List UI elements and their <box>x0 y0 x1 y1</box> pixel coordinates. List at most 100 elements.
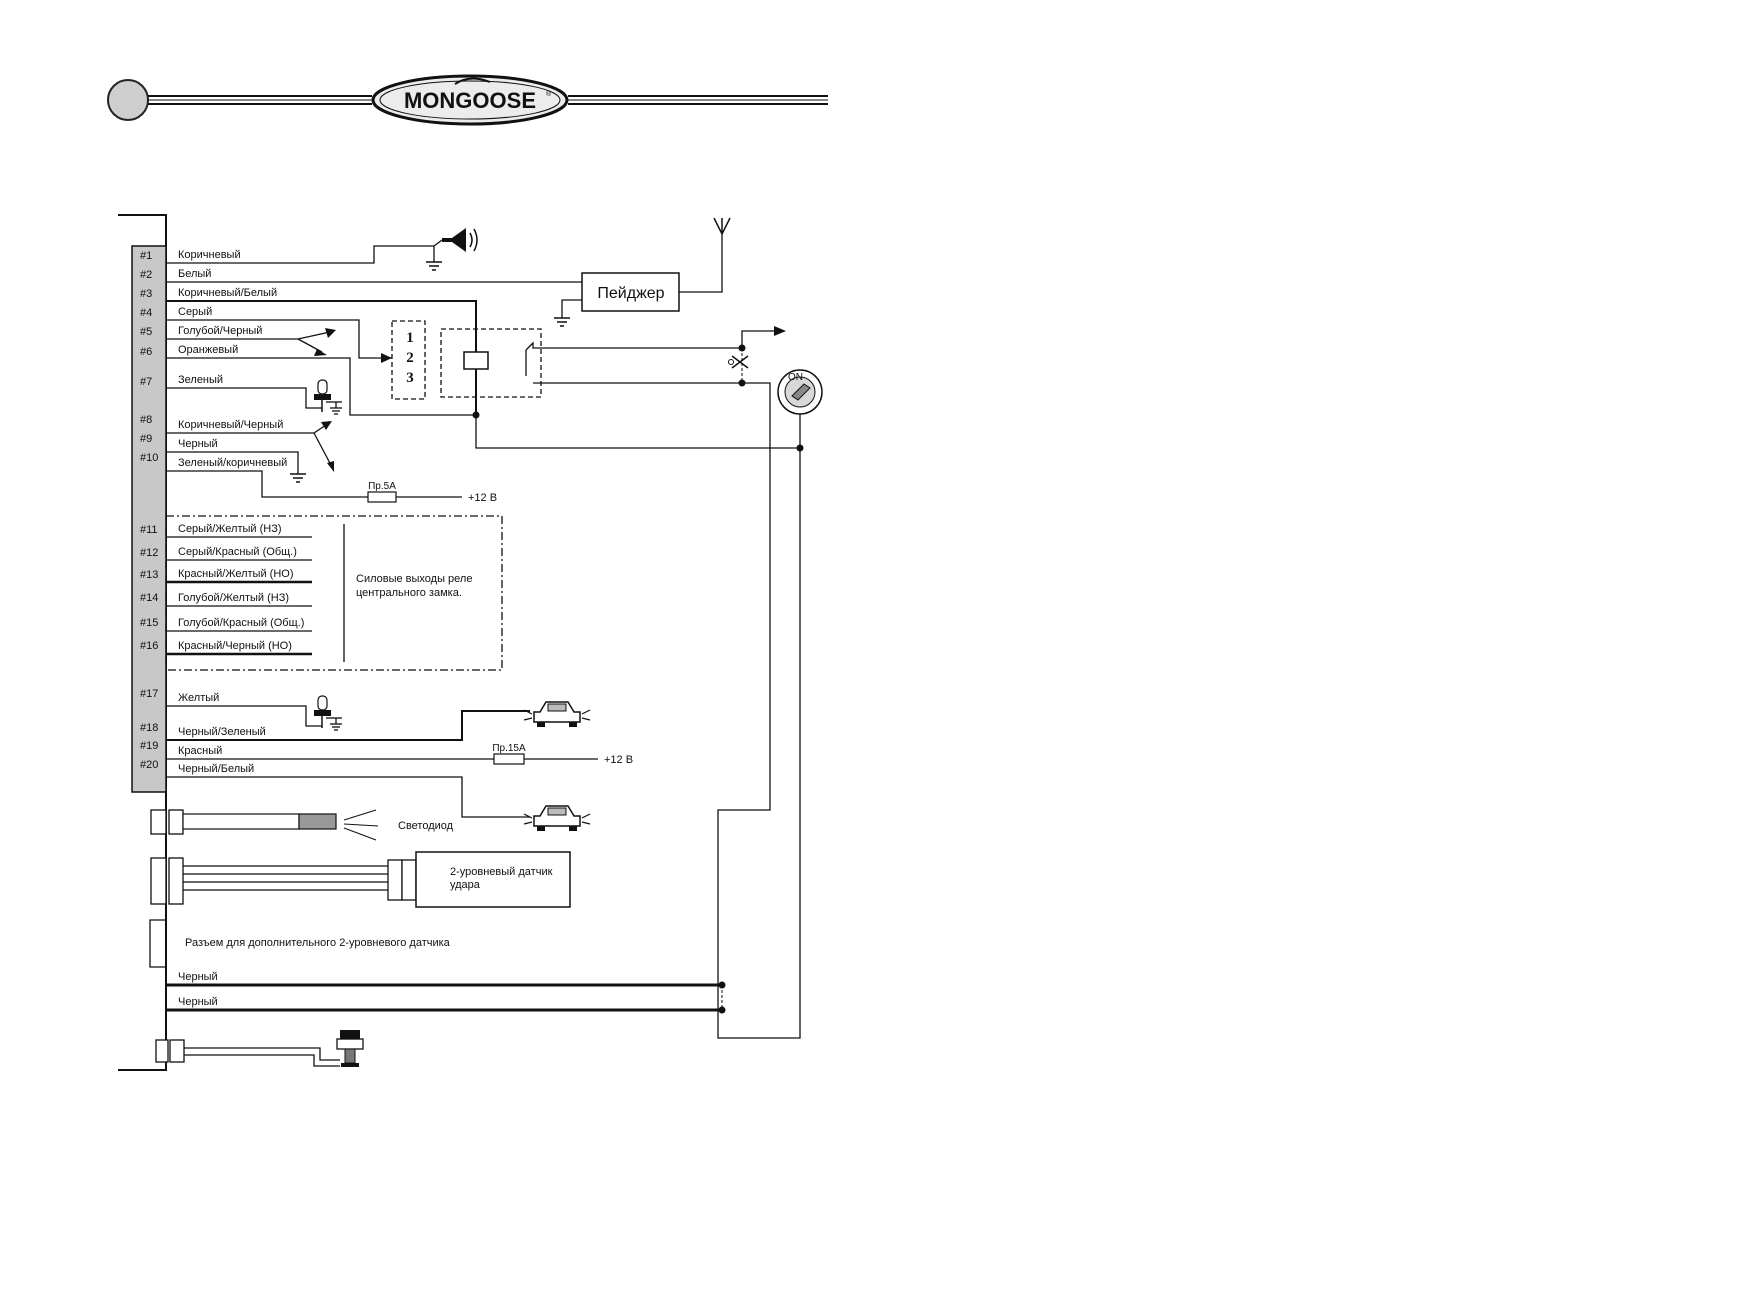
pin-number: #15 <box>140 617 158 629</box>
fuse-5a <box>367 491 397 503</box>
wire-color-label: Зеленый <box>178 374 223 386</box>
aux-connector-label: Разъем для дополнительного 2-уровневого … <box>185 937 451 949</box>
pin-number: #10 <box>140 452 158 464</box>
pin-switch-icon <box>314 379 342 415</box>
wire-color-label: Коричневый/Белый <box>178 287 277 299</box>
relay-number-3: 3 <box>406 370 414 386</box>
pin-row: #18 Черный/Зеленый <box>140 722 266 738</box>
main-connector <box>118 214 167 1071</box>
pin-row: #20 Черный/Белый <box>140 759 254 775</box>
relay-selector-box <box>391 320 426 400</box>
pin-row: #4 Серый <box>140 306 212 319</box>
siren-wiring <box>166 228 478 271</box>
pin-number: #4 <box>140 307 152 319</box>
wire-color-label: Серый <box>178 306 212 318</box>
ground-wires: Черный Черный <box>166 971 726 1014</box>
plus12v-label-2: +12 В <box>604 754 633 766</box>
pin17-trunk-switch <box>166 695 342 731</box>
ground-icon <box>426 261 442 271</box>
pin-number: #11 <box>140 524 158 536</box>
antenna-icon <box>713 217 731 235</box>
logo-text: MONGOOSE <box>404 88 536 113</box>
pin7-hood-switch <box>166 379 342 415</box>
pager-wiring: Пейджер <box>166 217 731 327</box>
pin8-9-outputs <box>166 421 334 483</box>
relay-wiring: 1 2 3 ON <box>166 300 823 1039</box>
wire-color-label: Серый/Красный (Общ.) <box>178 546 297 558</box>
valet-button <box>155 1030 364 1067</box>
arrow-icon <box>327 461 334 472</box>
pin-number: #14 <box>140 592 158 604</box>
led-body <box>298 813 337 830</box>
wire-color-label: Коричневый/Черный <box>178 419 283 431</box>
arrow-icon <box>314 349 327 356</box>
shock-sensor: 2-уровневый датчик удара <box>150 851 571 908</box>
wire-color-label: Красный <box>178 745 222 757</box>
shock-sensor-label: 2-уровневый датчик удара <box>450 866 553 891</box>
pin-number: #2 <box>140 269 152 281</box>
pager-box <box>581 272 680 312</box>
pin18-lights <box>166 701 591 741</box>
relay-coil <box>463 351 489 370</box>
pin-row: #3 Коричневый/Белый <box>140 287 277 300</box>
pin-number: #1 <box>140 250 152 262</box>
ignition-switch-icon: ON <box>777 369 823 415</box>
pin-row: #6 Оранжевый <box>140 344 238 358</box>
pin20-lights <box>166 776 591 831</box>
wire-color-label: Голубой/Желтый (НЗ) <box>178 592 289 604</box>
arrow-icon <box>381 353 392 363</box>
pin-number: #17 <box>140 688 158 700</box>
pin-number: #20 <box>140 759 158 771</box>
page-header: MONGOOSE ® <box>107 74 828 126</box>
wire-color-label: Коричневый <box>178 249 241 261</box>
relay-number-2: 2 <box>406 350 414 366</box>
arrow-icon <box>325 328 336 338</box>
wire-color-label: Голубой/Черный <box>178 325 262 337</box>
pager-label: Пейджер <box>597 285 664 302</box>
pin-number: #3 <box>140 288 152 300</box>
car-lights-icon <box>523 805 591 831</box>
pager-ground-icon <box>554 317 570 327</box>
wire-color-label: Белый <box>178 268 211 280</box>
pin-number: #19 <box>140 740 158 752</box>
shock-sensor-box <box>415 851 571 908</box>
svg-text:ON: ON <box>788 372 803 383</box>
ground-icon <box>290 473 306 483</box>
pin-row: #14 Голубой/Желтый (НЗ) <box>140 592 312 607</box>
wire-color-label: Черный/Зеленый <box>178 726 266 738</box>
wire-color-label: Голубой/Красный (Общ.) <box>178 617 304 629</box>
fuse-15a <box>493 753 525 765</box>
cut-wire-icon <box>728 355 749 369</box>
pin-switch-icon <box>314 695 342 731</box>
pin-strip <box>131 245 167 793</box>
fuse-15a-label: Пр.15А <box>492 743 526 754</box>
wire-color-label: Черный <box>178 438 218 450</box>
mongoose-logo: MONGOOSE ® <box>371 74 569 126</box>
led-connector: Светодиод <box>150 809 454 841</box>
siren-icon <box>433 228 478 262</box>
pin5-output <box>166 328 336 356</box>
pin-row: #1 Коричневый <box>140 249 241 262</box>
ground-wire-label-1: Черный <box>178 971 218 983</box>
pin-row: #19 Красный <box>140 740 222 757</box>
wire-color-label: Черный/Белый <box>178 763 254 775</box>
wire-color-label: Оранжевый <box>178 344 238 356</box>
pin-number: #12 <box>140 547 158 559</box>
relay-box <box>440 328 542 398</box>
central-lock-frame <box>165 515 503 671</box>
pin-number: #18 <box>140 722 158 734</box>
pin-row: #15 Голубой/Красный (Общ.) <box>140 617 312 632</box>
central-lock-block: Силовые выходы реле центрального замка. <box>165 515 503 671</box>
car-lights-icon <box>523 701 591 727</box>
pin-number: #6 <box>140 346 152 358</box>
